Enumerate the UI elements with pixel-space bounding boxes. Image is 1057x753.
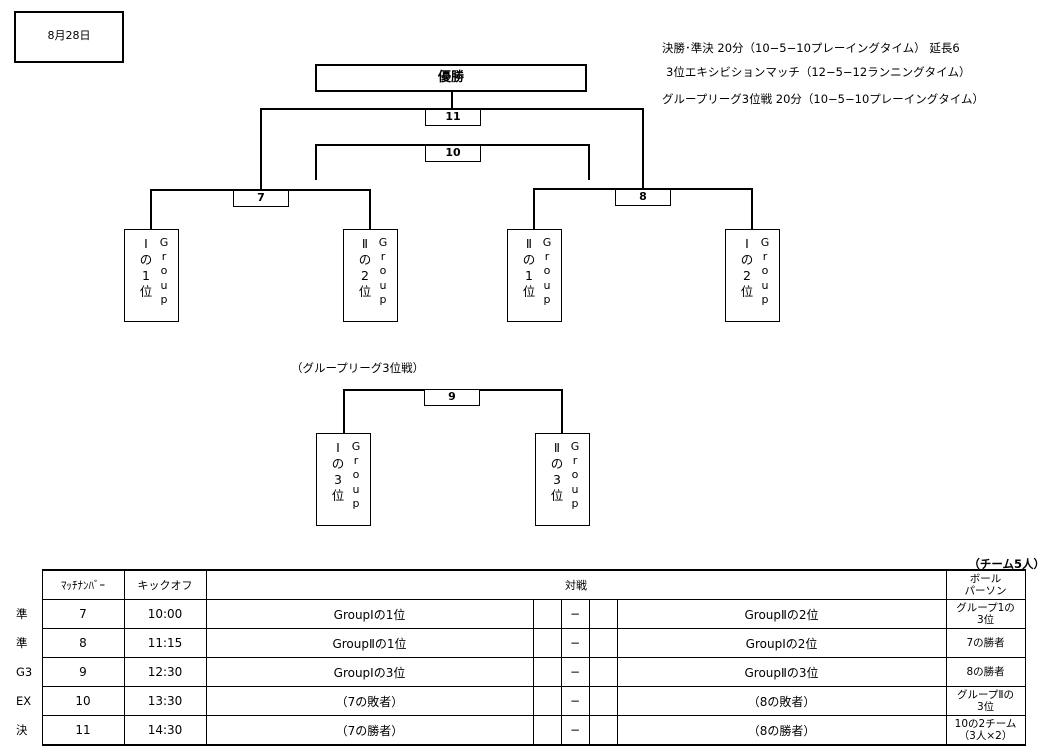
round-type: EX	[16, 694, 32, 708]
round-type: G3	[16, 665, 33, 679]
away-team: GroupⅡの3位	[616, 657, 947, 687]
match-number-group-third: 9	[424, 389, 480, 406]
match-number-third-place: 10	[425, 145, 481, 162]
versus-dash: −	[560, 686, 590, 716]
match-number: 8	[41, 628, 125, 658]
round-type: 準	[16, 607, 28, 621]
away-team: GroupⅡの2位	[616, 599, 947, 629]
match-number: 10	[41, 686, 125, 716]
table-row: G3 9 12:30 GroupⅠの3位 − GroupⅡの3位 8の勝者	[14, 657, 1026, 687]
versus-dash: −	[560, 628, 590, 658]
match-number-final: 11	[425, 109, 481, 126]
ball-person: 10の2チーム（3人×2）	[945, 715, 1026, 746]
kickoff-time: 14:30	[123, 715, 207, 746]
header-versus: 対戦	[205, 569, 947, 600]
match-number-semi-left: 7	[233, 190, 289, 207]
rule-note-exhibition: 3位エキシビションマッチ（12−5−12ランニングタイム）	[666, 65, 971, 79]
versus-dash: −	[560, 599, 590, 629]
home-team: GroupⅠの1位	[205, 599, 534, 629]
table-row: 準 8 11:15 GroupⅡの1位 − GroupⅠの2位 7の勝者	[14, 628, 1026, 658]
away-team: （8の敗者）	[616, 686, 947, 716]
table-row: 決 11 14:30 （7の勝者） − （8の勝者） 10の2チーム（3人×2）	[14, 715, 1026, 746]
round-type: 決	[16, 723, 28, 738]
rule-note-group-third: グループリーグ3位戦 20分（10−5−10プレーイングタイム）	[662, 92, 985, 106]
versus-dash: −	[560, 715, 590, 746]
home-team: GroupⅠの3位	[205, 657, 534, 687]
kickoff-time: 10:00	[123, 599, 207, 629]
match-number: 7	[41, 599, 125, 629]
match-number: 11	[41, 715, 125, 746]
rule-note-final: 決勝･準決 20分（10−5−10プレーイングタイム） 延長6	[662, 41, 960, 55]
date-box: 8月28日	[14, 11, 124, 63]
match-number-semi-right: 8	[615, 189, 671, 206]
header-match-number: ﾏｯﾁﾅﾝﾊﾞｰ	[41, 569, 125, 600]
match-number: 9	[41, 657, 125, 687]
champion-box: 優勝	[315, 64, 587, 92]
ball-person: 7の勝者	[945, 628, 1026, 658]
round-type: 準	[16, 636, 28, 650]
versus-dash: −	[560, 657, 590, 687]
header-kickoff: キックオフ	[123, 569, 207, 600]
kickoff-time: 13:30	[123, 686, 207, 716]
home-team: GroupⅡの1位	[205, 628, 534, 658]
away-team: （8の勝者）	[616, 715, 947, 746]
header-ball-person: ボールパーソン	[945, 569, 1026, 600]
home-team: （7の敗者）	[205, 686, 534, 716]
schedule-header-row: ﾏｯﾁﾅﾝﾊﾞｰ キックオフ 対戦 ボールパーソン	[14, 569, 1026, 600]
group-third-place-label: （グループリーグ3位戦）	[291, 361, 425, 375]
persons-per-team-note: （チーム5人）	[968, 557, 1045, 571]
home-team: （7の勝者）	[205, 715, 534, 746]
ball-person: 8の勝者	[945, 657, 1026, 687]
schedule-table: ﾏｯﾁﾅﾝﾊﾞｰ キックオフ 対戦 ボールパーソン 準 7 10:00 Grou…	[14, 569, 1026, 746]
away-team: GroupⅠの2位	[616, 628, 947, 658]
kickoff-time: 11:15	[123, 628, 207, 658]
kickoff-time: 12:30	[123, 657, 207, 687]
